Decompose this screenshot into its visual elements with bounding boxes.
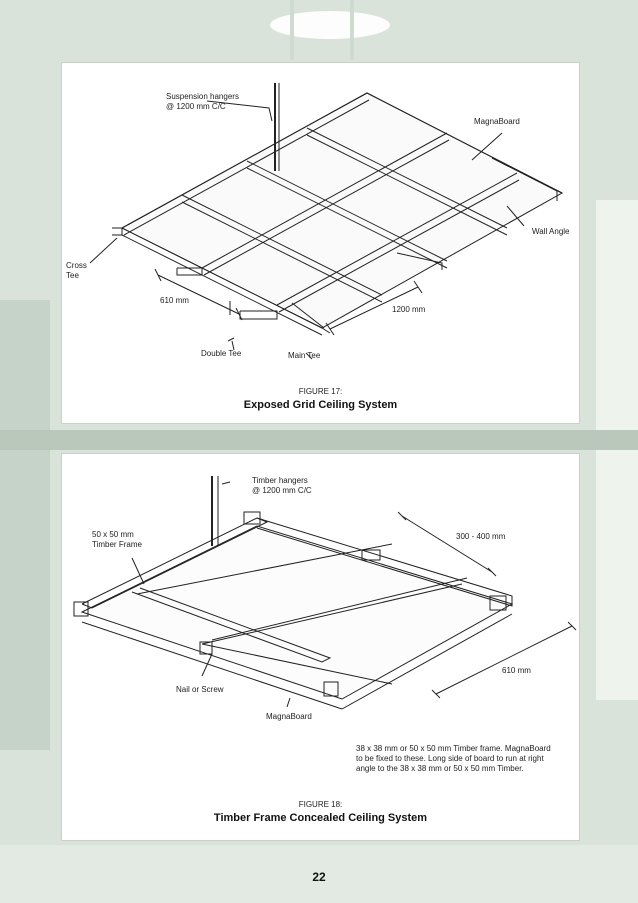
exposed-grid-ceiling-drawing <box>89 83 564 360</box>
figure-17-title: Exposed Grid Ceiling System <box>243 399 398 411</box>
label-suspension-hangers: Suspension hangers @ 1200 mm C/C <box>166 92 239 111</box>
figure-18-number: FIGURE 18: <box>298 800 343 809</box>
label-dimension-300-400mm: 300 - 400 mm <box>456 532 506 541</box>
label-magnaboard: MagnaBoard <box>474 117 520 126</box>
label-wall-angle: Wall Angle <box>532 227 570 236</box>
figure-18-panel: Timber hangers @ 1200 mm C/C 50 x 50 mm … <box>61 453 580 841</box>
label-main-tee: Main Tee <box>288 351 321 360</box>
label-nail-or-screw: Nail or Screw <box>176 685 224 694</box>
label-dimension-610mm: 610 mm <box>502 666 531 675</box>
label-timber-hangers: Timber hangers @ 1200 mm C/C <box>252 476 312 495</box>
figure-17-panel: Suspension hangers @ 1200 mm C/C MagnaBo… <box>61 62 580 424</box>
label-cross-tee: Cross Tee <box>66 261 87 280</box>
timber-frame-ceiling-drawing <box>73 476 577 710</box>
figure-18-title: Timber Frame Concealed Ceiling System <box>213 812 428 824</box>
figure-17-number: FIGURE 17: <box>298 387 343 396</box>
label-double-tee: Double Tee <box>201 349 242 358</box>
label-dimension-610mm: 610 mm <box>160 296 189 305</box>
label-dimension-1200mm: 1200 mm <box>392 305 426 314</box>
label-timber-frame: 50 x 50 mm Timber Frame <box>92 530 142 549</box>
page-number: 22 <box>312 870 326 884</box>
installation-note: 38 x 38 mm or 50 x 50 mm Timber frame. M… <box>356 744 551 773</box>
label-magnaboard: MagnaBoard <box>266 712 312 721</box>
